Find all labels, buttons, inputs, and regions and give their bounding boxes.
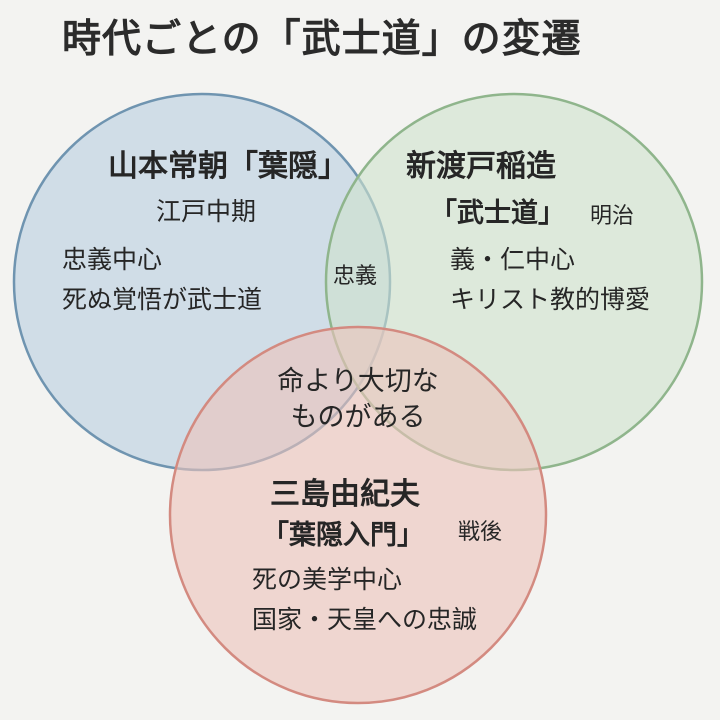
mishima-work: 「葉隠入門」 [262,520,424,551]
nitobe-work: 「武士道」 [430,198,565,229]
yamamoto-era: 江戸中期 [156,197,257,226]
nitobe-name: 新渡戸稲造 [406,149,556,184]
circle-mishima [168,325,548,705]
nitobe-era: 明治 [590,204,635,229]
yamamoto-name: 山本常朝「葉隠」 [108,149,348,184]
nitobe-point-1: 義・仁中心 [450,245,576,274]
mishima-name: 三島由紀夫 [270,477,420,512]
yamamoto-point-1: 忠義中心 [62,245,163,274]
mishima-era: 戦後 [458,520,503,545]
yamamoto-point-2: 死ぬ覚悟が武士道 [62,285,263,314]
center-overlap-line-1: 命より大切な [277,366,439,397]
page-title: 時代ごとの「武士道」の変遷 [62,17,582,62]
mishima-point-1: 死の美学中心 [252,565,403,594]
center-overlap-line-2: ものがある [290,402,426,433]
overlap-yamamoto-nitobe-label: 忠義 [333,264,378,289]
mishima-point-2: 国家・天皇への忠誠 [252,605,478,634]
nitobe-point-2: キリスト教的博愛 [450,285,651,314]
